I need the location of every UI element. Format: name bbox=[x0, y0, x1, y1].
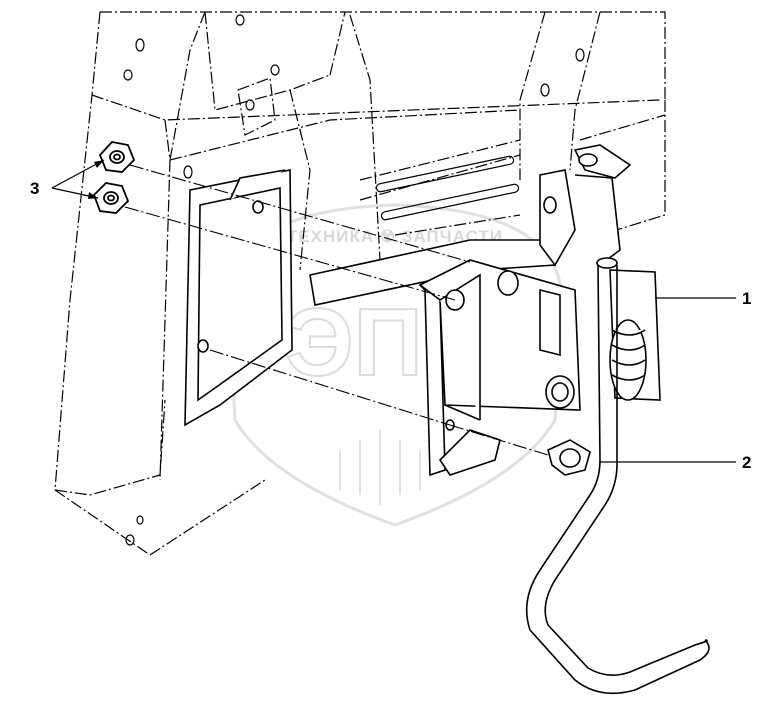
cab-panel-outline bbox=[54, 11, 666, 556]
pedal-bracket bbox=[309, 239, 581, 477]
callout-2: 2 bbox=[600, 453, 751, 472]
callout-3: 3 bbox=[30, 159, 105, 199]
watermark-wheat-icon bbox=[339, 430, 421, 505]
assembly-axis-lines bbox=[124, 164, 549, 456]
callout-3-label: 3 bbox=[30, 179, 39, 198]
callout-1: 1 bbox=[655, 289, 751, 308]
callout-2-label: 2 bbox=[742, 453, 751, 472]
mounting-plate bbox=[184, 169, 293, 427]
pedal-arm bbox=[525, 257, 710, 695]
bolt-item-2 bbox=[547, 439, 591, 476]
nut-icon bbox=[92, 141, 136, 214]
bracket-bolt bbox=[545, 375, 575, 409]
watermark-text: ТЕХНИКА ☢ ЗАПЧАСТИ bbox=[287, 227, 503, 246]
callout-1-label: 1 bbox=[742, 289, 751, 308]
pedal-pivot-assembly bbox=[539, 144, 661, 401]
panel-cutout bbox=[237, 77, 276, 136]
